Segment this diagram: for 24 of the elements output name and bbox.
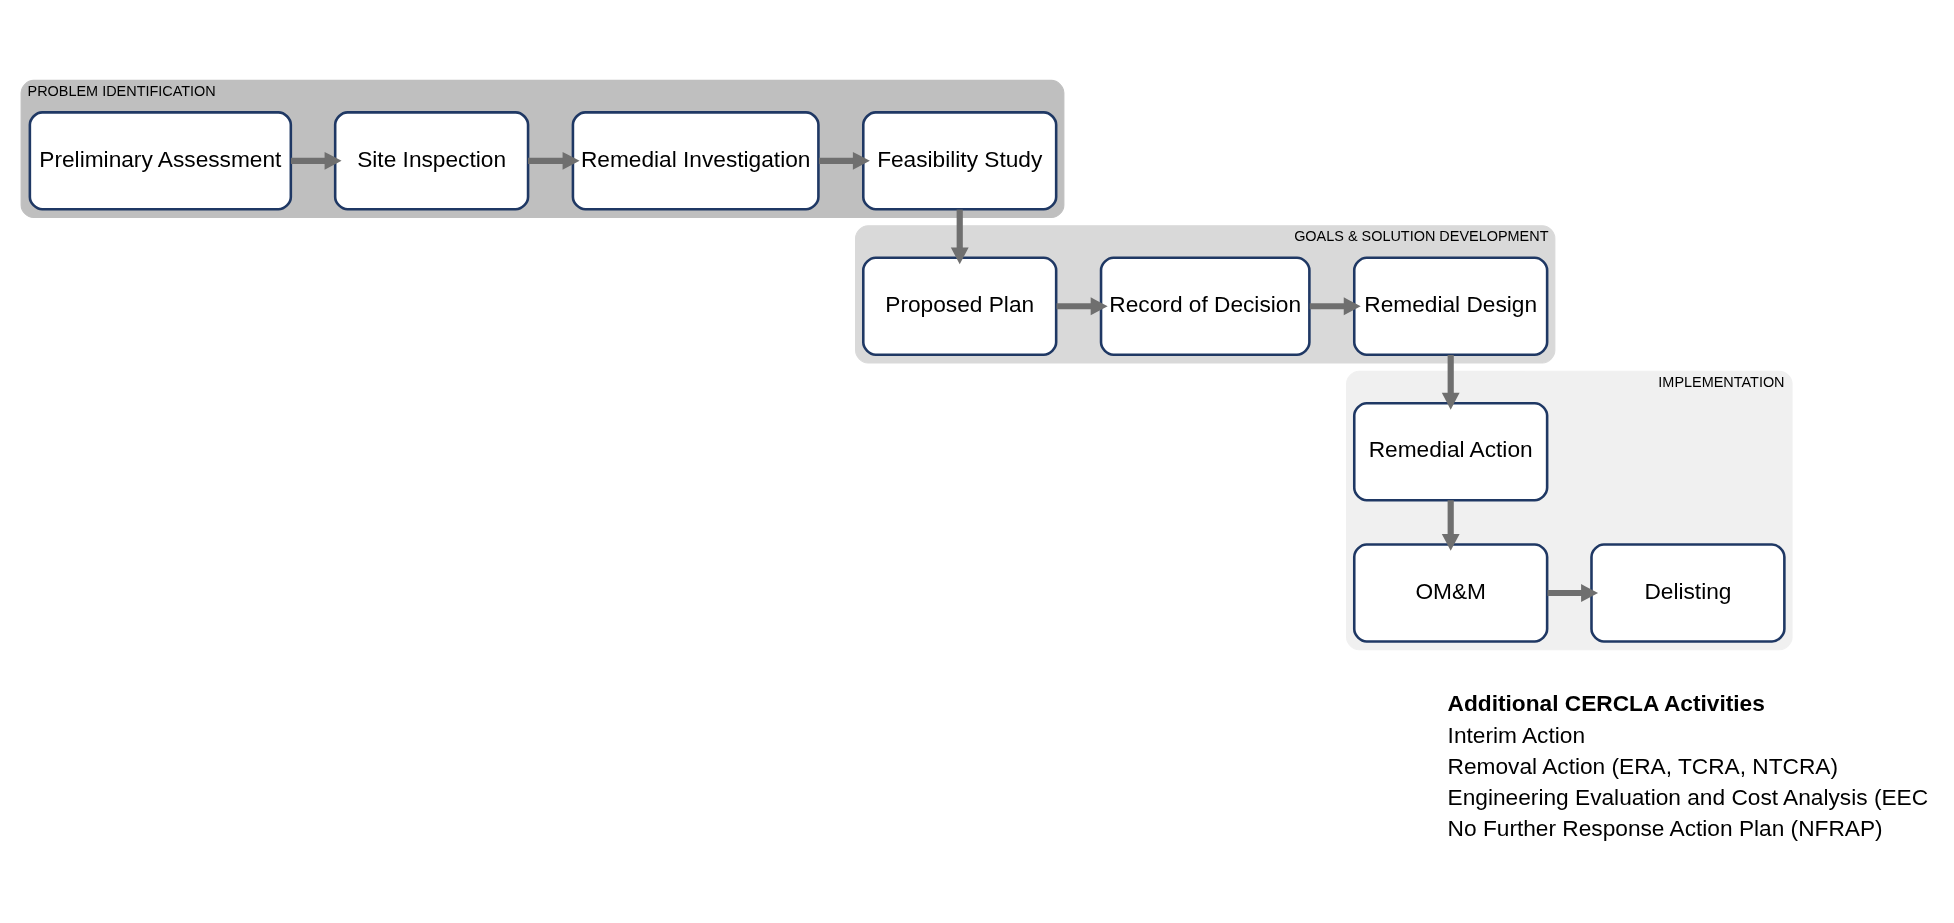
node-box: Remedial Investigation (571, 111, 820, 211)
node-box: OM&M (1352, 543, 1549, 643)
node-box: Record of Decision (1099, 256, 1311, 357)
node-box: Feasibility Study (862, 111, 1058, 211)
node-box: Preliminary Assessment (28, 111, 293, 211)
arrow (1441, 355, 1460, 410)
arrow (950, 209, 969, 265)
arrow (1441, 500, 1460, 551)
arrow (1547, 584, 1599, 602)
node-box: Delisting (1590, 543, 1786, 643)
label: Interim Action (1447, 722, 1586, 749)
label: Removal Action (ERA, TCRA, NTCRA) (1447, 753, 1839, 780)
label: No Further Response Action Plan (NFRAP) (1447, 815, 1883, 842)
label: Additional CERCLA Activities (1447, 690, 1765, 717)
arrow (290, 151, 342, 170)
node-box: Remedial Design (1352, 256, 1549, 357)
label: Engineering Evaluation and Cost Analysis (EEC (1447, 784, 1929, 811)
arrow (818, 151, 870, 170)
arrow (528, 151, 580, 170)
node-box: Proposed Plan (862, 256, 1058, 357)
arrow (1309, 297, 1361, 316)
node-box: Site Inspection (333, 111, 530, 211)
node-box: Remedial Action (1352, 401, 1549, 502)
arrow (1056, 297, 1108, 316)
